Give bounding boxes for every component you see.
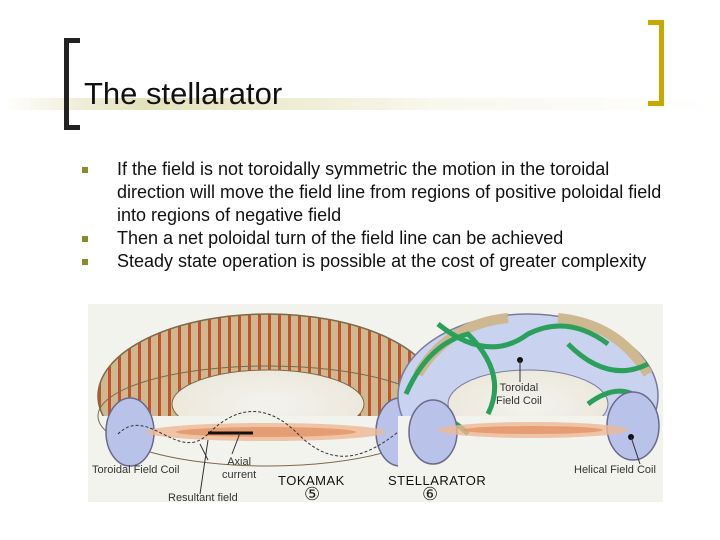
bullet-text: If the field is not toroidally symmetric… <box>117 159 662 225</box>
stellarator-torus <box>397 313 663 502</box>
tokamak-torus <box>88 313 448 502</box>
bullet-text: Then a net poloidal turn of the field li… <box>117 228 564 248</box>
toroidal-field-coil-label-left: Toroidal Field Coil <box>92 464 180 476</box>
label-line: current <box>222 469 257 481</box>
label-line: Toroidal <box>499 382 539 394</box>
torus-illustration <box>88 313 663 502</box>
square-bullet-icon <box>82 236 88 242</box>
square-bullet-icon <box>82 167 88 173</box>
title-bracket-right <box>648 20 664 106</box>
bullet-item: If the field is not toroidally symmetric… <box>82 158 672 227</box>
square-bullet-icon <box>82 259 88 265</box>
helical-field-coil-label: Helical Field Coil <box>574 464 656 476</box>
bullet-text: Steady state operation is possible at th… <box>117 251 647 271</box>
label-line: Field Coil <box>496 395 542 407</box>
bullet-item: Steady state operation is possible at th… <box>82 250 672 273</box>
slide-title: The stellarator <box>84 76 283 111</box>
toroidal-field-coil-label-right: Toroidal Field Coil <box>496 382 542 408</box>
stellarator-number-label: ⑥ <box>422 484 439 504</box>
resultant-field-label: Resultant field <box>168 492 238 504</box>
stellarator-label: STELLARATOR <box>388 473 487 488</box>
tokamak-label: TOKAMAK <box>278 473 345 488</box>
label-line: Axial <box>227 456 252 468</box>
bullet-list: If the field is not toroidally symmetric… <box>82 158 672 273</box>
tokamak-stellarator-figure: Toroidal Field Coil Toroidal Field Coil … <box>88 304 663 504</box>
axial-current-label: Axial current <box>222 456 256 482</box>
bullet-item: Then a net poloidal turn of the field li… <box>82 227 672 250</box>
title-underline-band <box>0 98 720 110</box>
tokamak-number-label: ⑤ <box>304 484 321 504</box>
title-bracket-left <box>64 38 80 130</box>
